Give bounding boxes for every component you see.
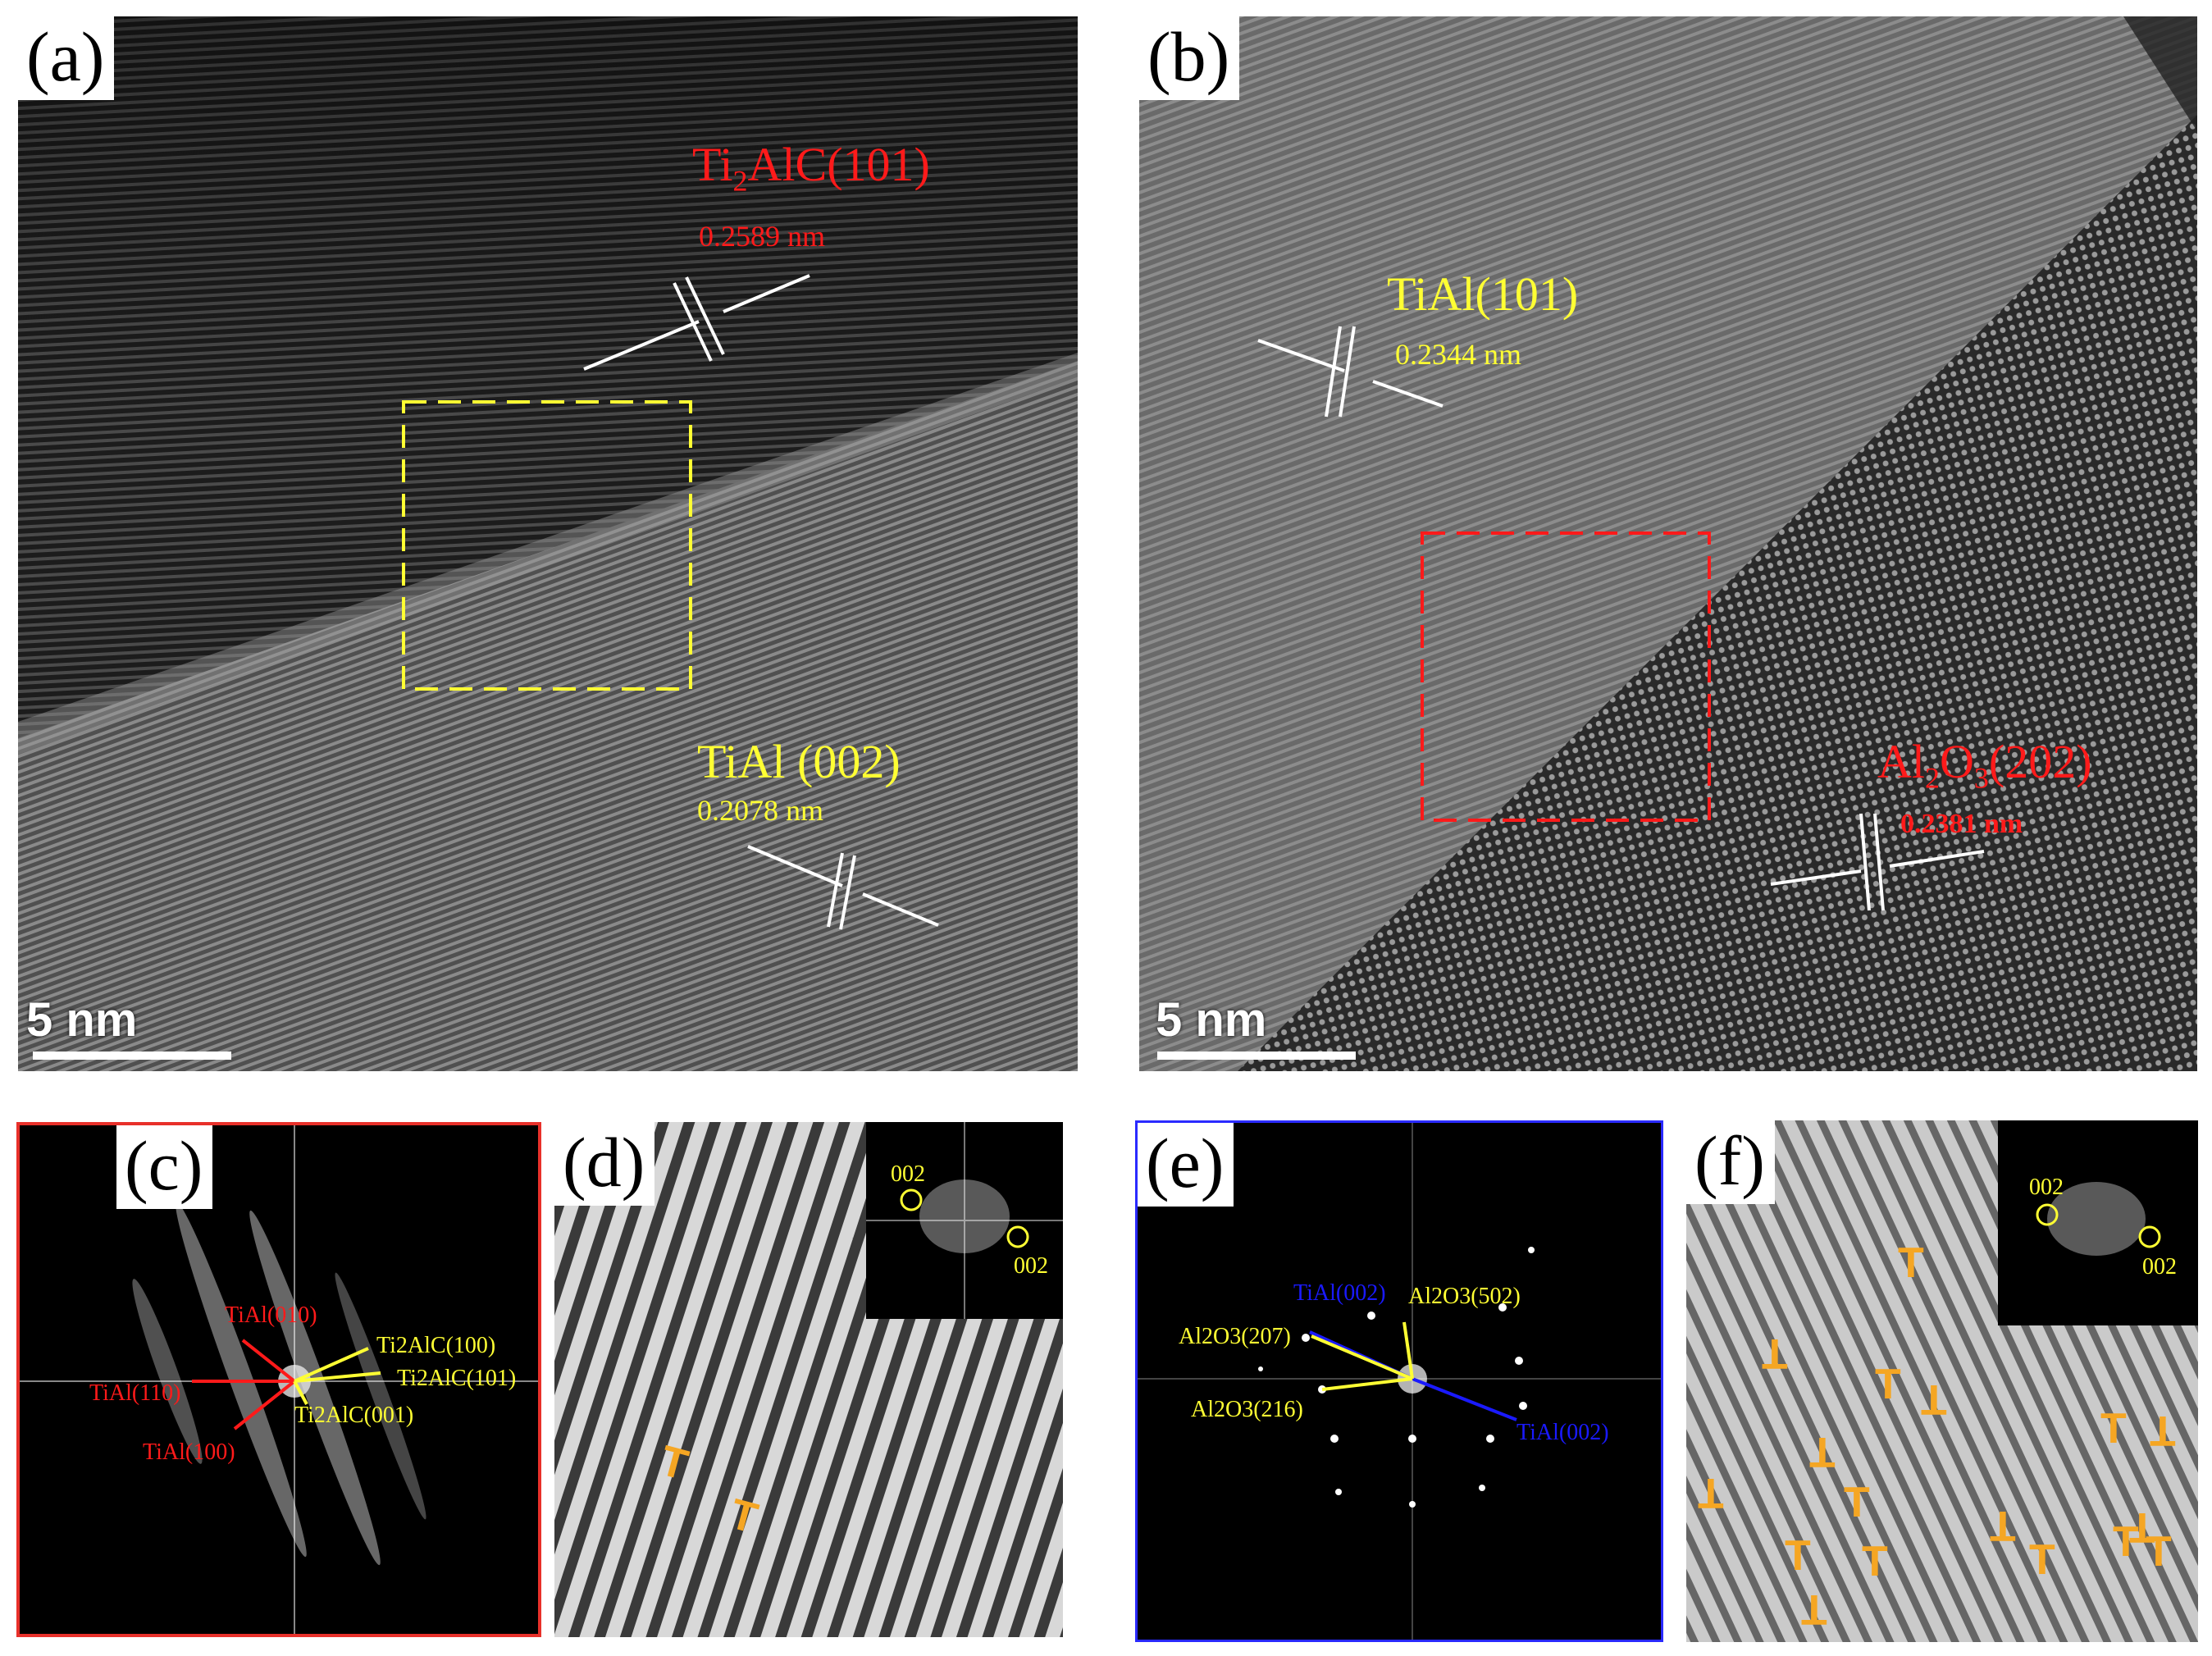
panel-b-micrograph [1139, 16, 2197, 1071]
label-al2o3-207: Al2O3(207) [1179, 1324, 1291, 1349]
panel-label-e: (e) [1138, 1123, 1234, 1207]
scale-bar [33, 1052, 231, 1060]
dislocation-symbol: T [2150, 1407, 2176, 1454]
dislocation-symbol: T [1921, 1375, 1947, 1423]
panel-label-a: (a) [18, 16, 115, 100]
dislocation-symbol: T [2029, 1536, 2055, 1584]
dislocation-symbol: T [1875, 1361, 1901, 1408]
panel-f-fringes [1686, 1120, 2198, 1642]
lattice-spacing-marker-top [583, 274, 810, 371]
plane-label-al2o3-202: Al2O3(202) [1877, 735, 2092, 795]
panel-c-fft [20, 1125, 538, 1634]
panel-f-ifft-image: 002 002 (f) T T T T T T T T T T T T T T … [1686, 1120, 2198, 1642]
inset-label-002: 002 [891, 1161, 925, 1187]
panel-label-c: (c) [116, 1125, 213, 1209]
panel-a-micrograph [18, 16, 1078, 1071]
plane-label-ti2alc-101: Ti2AlC(101) [692, 138, 930, 198]
lattice-spacing-marker-bottom [747, 845, 939, 930]
inset-fft-f: 002 002 [1998, 1120, 2198, 1325]
scale-bar-label: 5 nm [1156, 993, 1267, 1047]
panel-d-ifft-image: 002 002 (d) T T [554, 1122, 1063, 1637]
inset-label-002-bar: 002 [1014, 1253, 1048, 1279]
plane-label-tial-101: TiAl(101) [1387, 267, 1579, 321]
spacing-label-top: 0.2344 nm [1395, 338, 1522, 371]
roi-box-red [1421, 531, 1711, 822]
plane-label-tial-002: TiAl (002) [697, 735, 901, 788]
lattice-spacing-marker-top [1257, 326, 1444, 417]
inset-label-002: 002 [2029, 1175, 2064, 1200]
dislocation-symbol: T [1898, 1239, 1924, 1287]
label-tial-010: TiAl(010) [225, 1302, 317, 1328]
dislocation-symbol: T [1698, 1469, 1724, 1517]
inset-fft-d: 002 002 [866, 1122, 1063, 1319]
label-tial-110: TiAl(110) [89, 1380, 181, 1406]
dislocation-symbol: T [1785, 1532, 1811, 1580]
dislocation-symbol: T [1862, 1538, 1888, 1585]
spacing-label-bottom: 0.2078 nm [697, 794, 824, 827]
label-al2o3-216: Al2O3(216) [1191, 1397, 1303, 1422]
spacing-label-top: 0.2589 nm [699, 220, 826, 253]
dislocation-symbol: T [1844, 1479, 1870, 1526]
label-ti2alc-100: Ti2AlC(100) [376, 1333, 496, 1358]
label-tial-100: TiAl(100) [143, 1439, 235, 1465]
label-tial-002: TiAl(002) [1293, 1280, 1386, 1306]
dislocation-symbol: T [1762, 1330, 1788, 1377]
panel-label-f: (f) [1686, 1120, 1775, 1204]
roi-box-yellow [402, 400, 692, 691]
panel-label-b: (b) [1139, 16, 1240, 100]
dislocation-symbol: T [2146, 1528, 2172, 1576]
inset-label-002-bar: 002 [2142, 1254, 2177, 1280]
scale-bar-label: 5 nm [26, 993, 138, 1047]
scale-bar [1157, 1052, 1356, 1060]
panel-b-hrtem-image: (b) TiAl(101) 0.2344 nm Al2O3(202) 0.238… [1139, 16, 2197, 1071]
panel-e-fft-pattern: (e) TiAl(002) TiAl(002) Al2O3(502) Al2O3… [1135, 1120, 1663, 1642]
dislocation-symbol: T [2113, 1518, 2139, 1566]
spacing-label-bottom: 0.2381 nm [1900, 809, 2023, 839]
panel-a-hrtem-image: (a) Ti2AlC(101) 0.2589 nm TiAl (002) 0.2… [18, 16, 1078, 1071]
panel-e-fft [1138, 1123, 1661, 1640]
lattice-spacing-marker-bottom [1770, 813, 1985, 911]
label-al2o3-502: Al2O3(502) [1408, 1284, 1521, 1309]
dislocation-symbol: T [1809, 1428, 1836, 1476]
panel-label-d: (d) [554, 1122, 655, 1206]
panel-c-fft-pattern: (c) TiAl(010) TiAl(110) TiAl(100) Ti2AlC… [16, 1122, 541, 1637]
dislocation-symbol: T [1801, 1585, 1827, 1633]
label-ti2alc-001: Ti2AlC(001) [294, 1403, 414, 1428]
label-tial-002-bar: TiAl(002) [1516, 1420, 1609, 1445]
dislocation-symbol: T [2100, 1405, 2127, 1453]
dislocation-symbol: T [1990, 1502, 2016, 1549]
label-ti2alc-101: Ti2AlC(101) [397, 1366, 517, 1391]
